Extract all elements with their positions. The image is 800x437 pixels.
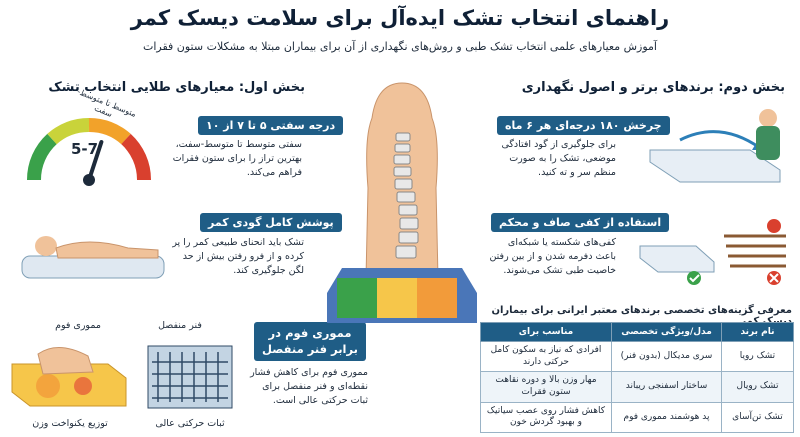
spring-caption: ثبات حرکتی عالی	[155, 418, 225, 429]
contour-text: تشک باید انحنای طبیعی کمر را پر کرده و ا…	[172, 237, 304, 276]
floor-text: کفی‌های شکسته یا شبکه‌ای باعث دفرمه شدن …	[489, 237, 616, 276]
table-cell: تشک رویال	[721, 371, 794, 403]
table-cell: افرادی که نیاز به سکون کامل حرکتی دارند	[480, 340, 612, 373]
rotate-text: برای جلوگیری از گود افتادگی موضعی، تشک ر…	[501, 139, 616, 178]
table-row: تشک رویال ساختار اسفنجی ریباند مهار وزن …	[480, 371, 794, 403]
table-cell: پد هوشمند مموری فوم	[611, 401, 722, 434]
rotate-title: چرخش ۱۸۰ درجه‌ای هر ۶ ماه	[497, 116, 670, 135]
memory-foam-illustration	[8, 334, 128, 414]
foam-caption: توزیع یکنواخت وزن	[32, 418, 108, 429]
memory-title: مموری فوم در برابر فنر منفصل	[254, 322, 366, 362]
bed-base-comparison-illustration	[636, 206, 792, 292]
firmness-gauge	[14, 100, 164, 195]
brands-heading: معرفی گزینه‌های تخصصی برندهای معتبر ایرا…	[491, 305, 792, 327]
section2-heading: بخش دوم: برندهای برتر و اصول نگهداری	[521, 80, 785, 95]
spine-illustration	[322, 78, 482, 328]
spring-label: فنر منفصل	[158, 320, 202, 331]
firmness-text: سفتی متوسط تا متوسط-سفت، بهترین تراز را …	[172, 139, 302, 178]
contour-title: پوشش کامل گودی کمر	[200, 213, 342, 232]
memory-text: مموری فوم برای کاهش فشار نقطه‌ای و فنر م…	[250, 367, 368, 406]
table-row: تشک رویا سری مدیکال (بدون فنر) افرادی که…	[480, 340, 794, 373]
pocket-spring-illustration	[140, 334, 240, 414]
page-subtitle: آموزش معیارهای علمی انتخاب تشک طبی و روش…	[143, 40, 657, 53]
table-cell: ساختار اسفنجی ریباند	[611, 371, 722, 403]
section1-heading: بخش اول: معیارهای طلایی انتخاب تشک	[48, 80, 305, 95]
mattress-rotation-illustration	[640, 100, 790, 192]
foam-label: مموری فوم	[55, 320, 101, 331]
table-cell: کاهش فشار روی عصب سیاتیک و بهبود گردش خو…	[480, 401, 612, 434]
table-cell: سری مدیکال (بدون فنر)	[611, 340, 722, 373]
firmness-title: درجه سفتی ۵ تا ۷ از ۱۰	[198, 116, 344, 135]
table-header-model: مدل/ویژگی تخصصی	[611, 322, 722, 342]
page-title: راهنمای انتخاب تشک ایده‌آل برای سلامت دی…	[130, 6, 670, 30]
table-header-brand: نام برند	[721, 322, 794, 342]
brands-table: نام برند مدل/ویژگی تخصصی مناسب برای تشک …	[480, 322, 794, 434]
gauge-value: 5-7	[70, 140, 99, 158]
floor-title: استفاده از کفی صاف و محکم	[491, 213, 670, 232]
table-cell: مهار وزن بالا و دوره نقاهت ستون فقرات	[480, 371, 612, 403]
table-cell: تشک تن‌آسای	[721, 401, 794, 434]
person-lying-illustration	[18, 218, 168, 288]
table-row: تشک تن‌آسای پد هوشمند مموری فوم کاهش فشا…	[480, 401, 794, 434]
table-header-suitable: مناسب برای	[480, 322, 612, 342]
table-cell: تشک رویا	[721, 340, 794, 373]
